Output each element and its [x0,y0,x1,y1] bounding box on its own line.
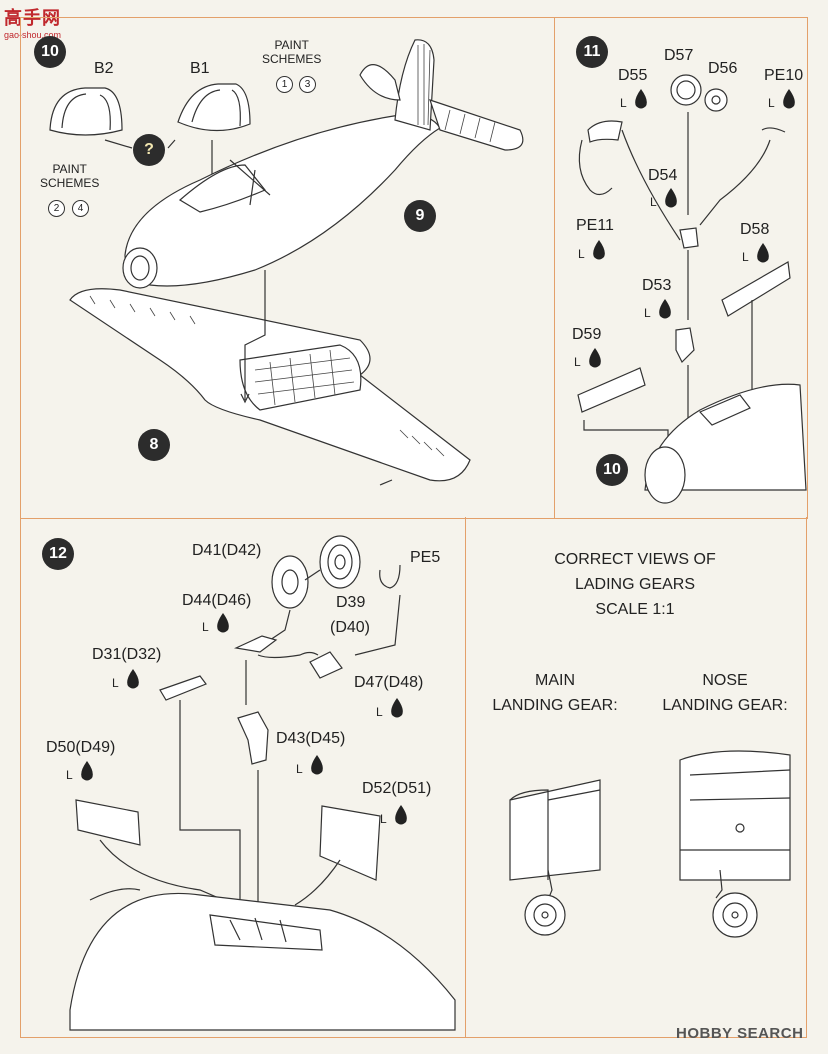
part-d56-label: D56 [708,60,738,77]
part-pe11-label: PE11 [576,217,614,234]
canopy-b2-shape [49,87,123,136]
nose-gear-label-1: NOSE [702,672,748,689]
question-mark-badge: ? [133,134,165,166]
heading-line-2: LADING GEARS [574,576,696,593]
heading-line-1: CORRECT VIEWS OF [554,551,716,568]
callout-8: 8 [138,429,170,461]
paint-schemes-right-label: PAINT SCHEMES [262,38,322,66]
part-d53-label: D53 [642,277,672,294]
part-d44-d46-label: D44(D46) [182,592,252,609]
part-pe5-label: PE5 [410,549,441,566]
main-gear-label-2: LANDING GEAR: [492,697,618,714]
part-d43-d45-label: D43(D45) [276,730,346,747]
panel-bottom-right-frame [464,517,807,1038]
panel-top-left-frame [20,17,555,519]
part-d52-d51-label: D52(D51) [362,780,432,797]
watermark-logo-text: 高手网 [4,8,61,28]
footer-brand: HOBBY SEARCH [676,1025,803,1042]
part-d31-d32-label: D31(D32) [92,646,162,663]
step-number-11: 11 [576,36,608,68]
part-d59-label: D59 [572,326,602,343]
paint-scheme-4: 4 [72,200,89,217]
part-d58-label: D58 [740,221,770,238]
nose-gear-label-2: LANDING GEAR: [662,697,788,714]
part-b1-label: B1 [190,60,210,77]
step-number-12: 12 [42,538,74,570]
part-d41-d42-label: D41(D42) [192,542,262,559]
panel-top-right-frame [554,17,808,519]
paint-scheme-1: 1 [276,76,293,93]
canopy-b1-shape [177,83,251,132]
part-d39-label: D39 [336,594,366,611]
part-d57-label: D57 [664,47,694,64]
part-d40-label: (D40) [330,619,371,636]
part-d55-label: D55 [618,67,648,84]
paint-scheme-2: 2 [48,200,65,217]
panel-bottom-left-frame [20,517,466,1038]
main-gear-label-1: MAIN [535,672,575,689]
callout-10: 10 [596,454,628,486]
part-pe10-label: PE10 [764,67,804,84]
watermark-url: gao-shou.com [4,30,62,40]
footer-brand-text: HOBBY SEARCH [676,1025,804,1042]
part-d47-d48-label: D47(D48) [354,674,424,691]
paint-scheme-3: 3 [299,76,316,93]
part-d54-label: D54 [648,167,678,184]
heading-line-3: SCALE 1:1 [595,601,675,618]
paint-schemes-left-label: PAINT SCHEMES [40,162,100,190]
watermark-logo: 高手网 gao-shou.com [4,4,61,40]
callout-9: 9 [404,200,436,232]
step-number-10: 10 [34,36,66,68]
part-b2-label: B2 [94,60,114,77]
part-d50-d49-label: D50(D49) [46,739,116,756]
